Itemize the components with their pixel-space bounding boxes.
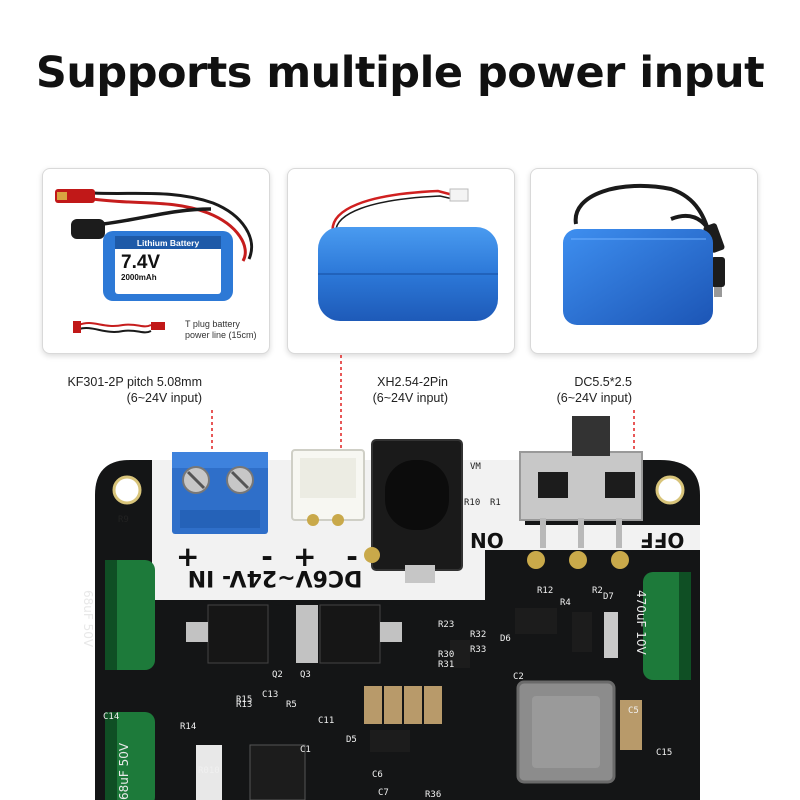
input-range-label: DC6V~24V- IN [187,565,363,590]
switch-off-label: OFF [640,528,685,552]
capacitor-left-2-label: 68uF 50V [117,742,131,800]
silk-label: C11 [318,716,335,726]
silk-label: C6 [372,770,383,780]
silk-label: R33 [470,645,487,655]
panel-dc-battery [530,168,758,354]
silk-label: R2 [592,586,603,596]
silk-label: R23 [438,620,455,630]
note-line-2: power line (15cm) [185,330,257,340]
silk-label: R1 [490,498,501,508]
caption-dc55-line2: (6~24V input) [556,391,632,405]
silk-label: D5 [346,735,357,745]
silk-label: R15 [236,695,253,705]
capacitor-left-1-label: 68uF 50V [81,590,95,648]
xh-battery-image [318,188,498,321]
silk-label: C7 [378,788,389,798]
silk-label: R9 [118,515,129,525]
silk-label: C15 [656,748,673,758]
panel-t-plug-battery: Lithium Battery 7.4V 2000mAh T plug batt… [42,168,270,354]
silk-label: C1 [300,745,311,755]
caption-xh254: XH2.54-2Pin (6~24V input) [340,374,448,406]
caption-kf301-line2: (6~24V input) [126,391,202,405]
silk-label: Q2 [272,670,283,680]
dc-battery-image [563,184,725,325]
caption-dc55-line1: DC5.5*2.5 [574,375,632,389]
switch-on-label: ON [470,528,504,552]
caption-xh254-line1: XH2.54-2Pin [377,375,448,389]
silk-label: R10 [464,498,481,508]
caption-xh254-line2: (6~24V input) [372,391,448,405]
battery-capacity: 2000mAh [121,273,157,282]
caption-kf301: KF301-2P pitch 5.08mm (6~24V input) [20,374,202,406]
silk-label: C13 [262,690,279,700]
caption-dc55: DC5.5*2.5 (6~24V input) [520,374,632,406]
silk-label: D6 [500,634,511,644]
capacitor-right-label: 470uF 10V [634,590,648,655]
note-line-1: T plug battery [185,319,240,329]
silk-label: D7 [603,592,614,602]
terminal-polarity-label: + - [176,540,299,573]
t-plug-battery-image: Lithium Battery 7.4V 2000mAh [55,189,254,334]
silk-label: R4 [560,598,571,608]
silk-label: R010 [198,766,220,776]
silk-label: Q3 [300,670,311,680]
silk-label: R31 [438,660,455,670]
silk-label: C5 [628,706,639,716]
xh-polarity-label: + - [293,540,368,573]
caption-kf301-line1: KF301-2P pitch 5.08mm [67,375,202,389]
silk-label: VM [470,462,481,472]
panel-xh-battery [287,168,515,354]
silk-label: R12 [537,586,554,596]
page-title: Supports multiple power input [35,48,765,98]
silk-label: R5 [286,700,297,710]
battery-voltage: 7.4V [121,252,160,273]
silk-label: C14 [103,712,120,722]
silk-label: R36 [425,790,442,800]
silk-label: R13 [236,700,253,710]
battery-header: Lithium Battery [137,238,200,248]
battery-note: T plug battery power line (15cm) [185,319,257,341]
silk-label: R14 [180,722,197,732]
silk-label: R30 [438,650,455,660]
silk-label: C2 [513,672,524,682]
silk-label: R32 [470,630,487,640]
